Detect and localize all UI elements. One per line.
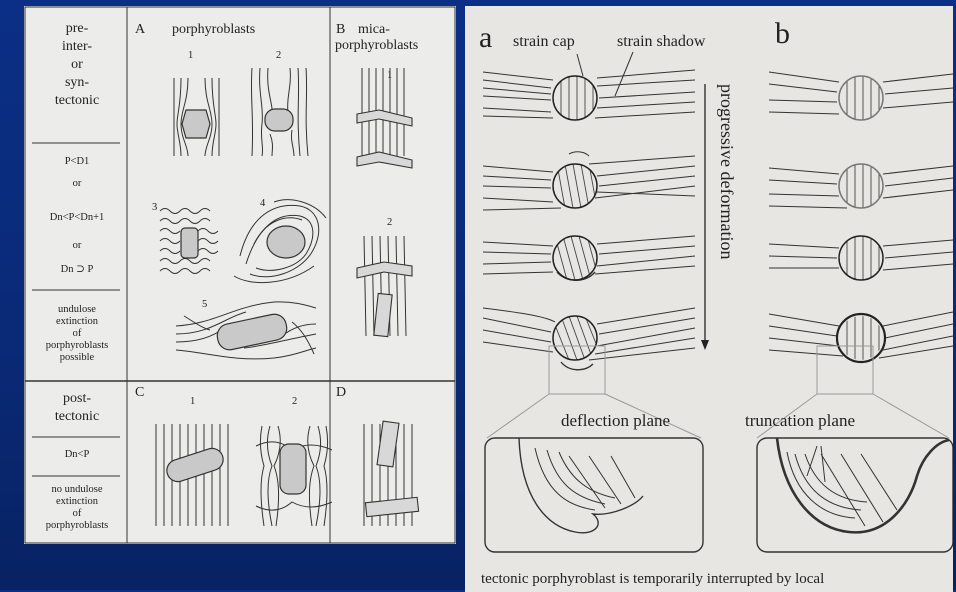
stage-b4 — [769, 312, 953, 362]
sketch-a1 — [174, 78, 219, 156]
sketch-a5 — [176, 302, 316, 359]
intro-label-3: or — [71, 58, 83, 73]
sketch-a4 — [234, 200, 326, 283]
sketch-number: 1 — [387, 70, 392, 81]
panel-a-label: a — [479, 22, 492, 54]
sketch-d — [364, 421, 419, 526]
stage-a3 — [483, 236, 695, 280]
sketch-a2 — [251, 68, 308, 156]
strain-shadow-figure: a b strain cap strain shadow progressive… — [465, 6, 953, 592]
stage-a2 — [483, 152, 695, 210]
strain-shadow-pointer — [615, 52, 633, 96]
no-undulose-text: extinction — [56, 496, 98, 507]
relation-p-lt-d1: P<D1 — [65, 156, 90, 167]
sketch-b1 — [357, 68, 412, 168]
cell-b-letter: B — [336, 23, 345, 38]
strain-cap-pointer — [577, 54, 583, 76]
truncation-plane-label: truncation plane — [745, 412, 855, 430]
relation-dn-contains-p: Dn ⊃ P — [61, 264, 94, 275]
cell-b-title: mica- — [358, 23, 390, 38]
cell-b-title: porphyroblasts — [335, 39, 418, 54]
enlargement-truncation — [757, 438, 953, 552]
no-undulose-text: porphyroblasts — [46, 520, 108, 531]
enlargement-deflection — [485, 438, 703, 552]
sketch-number: 1 — [190, 396, 195, 407]
sketch-number: 2 — [276, 50, 281, 61]
undulose-text: possible — [60, 352, 94, 363]
strain-figure-drawing — [465, 6, 953, 592]
stage-a1 — [483, 70, 695, 120]
cell-d-letter: D — [336, 386, 346, 401]
porphyroblast-classification-table: pre- inter- or syn- tectonic P<D1 or Dn<… — [24, 6, 456, 544]
sketch-number: 2 — [387, 217, 392, 228]
undulose-text: of — [73, 328, 82, 339]
stage-b1 — [769, 72, 953, 120]
sketch-number: 5 — [202, 299, 207, 310]
no-undulose-text: of — [73, 508, 82, 519]
stage-b2 — [769, 164, 953, 208]
relation-dn-lt-p: Dn<P — [65, 449, 90, 460]
cell-a-letter: A — [135, 23, 145, 38]
or-label: or — [73, 178, 82, 189]
cell-c-letter: C — [135, 386, 144, 401]
intro-label-5: tectonic — [55, 94, 99, 109]
sketch-c2 — [256, 426, 332, 526]
undulose-text: porphyroblasts — [46, 340, 108, 351]
panel-b-label: b — [775, 18, 790, 50]
strain-shadow-label: strain shadow — [617, 34, 705, 51]
sketch-number: 2 — [292, 396, 297, 407]
post-tectonic-label: tectonic — [55, 410, 99, 425]
cell-a-title: porphyroblasts — [172, 23, 255, 38]
post-tectonic-label: post- — [63, 392, 91, 407]
undulose-text: undulose — [58, 304, 96, 315]
strain-cap-label: strain cap — [513, 34, 575, 51]
sketch-number: 1 — [188, 50, 193, 61]
no-undulose-text: no undulose — [51, 484, 102, 495]
zoom-box-b — [817, 346, 873, 394]
stage-b3 — [769, 236, 953, 280]
stage-a4 — [483, 308, 695, 370]
undulose-text: extinction — [56, 316, 98, 327]
caption-text: tectonic porphyroblast is temporarily in… — [481, 572, 824, 588]
intro-label-4: syn- — [65, 76, 89, 91]
sketch-a3 — [160, 209, 218, 274]
sketch-c1 — [156, 424, 228, 526]
progressive-arrow-head — [701, 340, 709, 350]
intro-label-2: inter- — [62, 40, 92, 55]
sketch-number: 3 — [152, 202, 157, 213]
progressive-deformation-label: progressive deformation — [717, 84, 736, 259]
or-label: or — [73, 240, 82, 251]
sketch-number: 4 — [260, 198, 265, 209]
sketch-b2 — [357, 236, 412, 337]
intro-label-1: pre- — [66, 22, 89, 37]
relation-dn-p-dn1: Dn<P<Dn+1 — [50, 212, 105, 223]
deflection-plane-label: deflection plane — [561, 412, 670, 430]
